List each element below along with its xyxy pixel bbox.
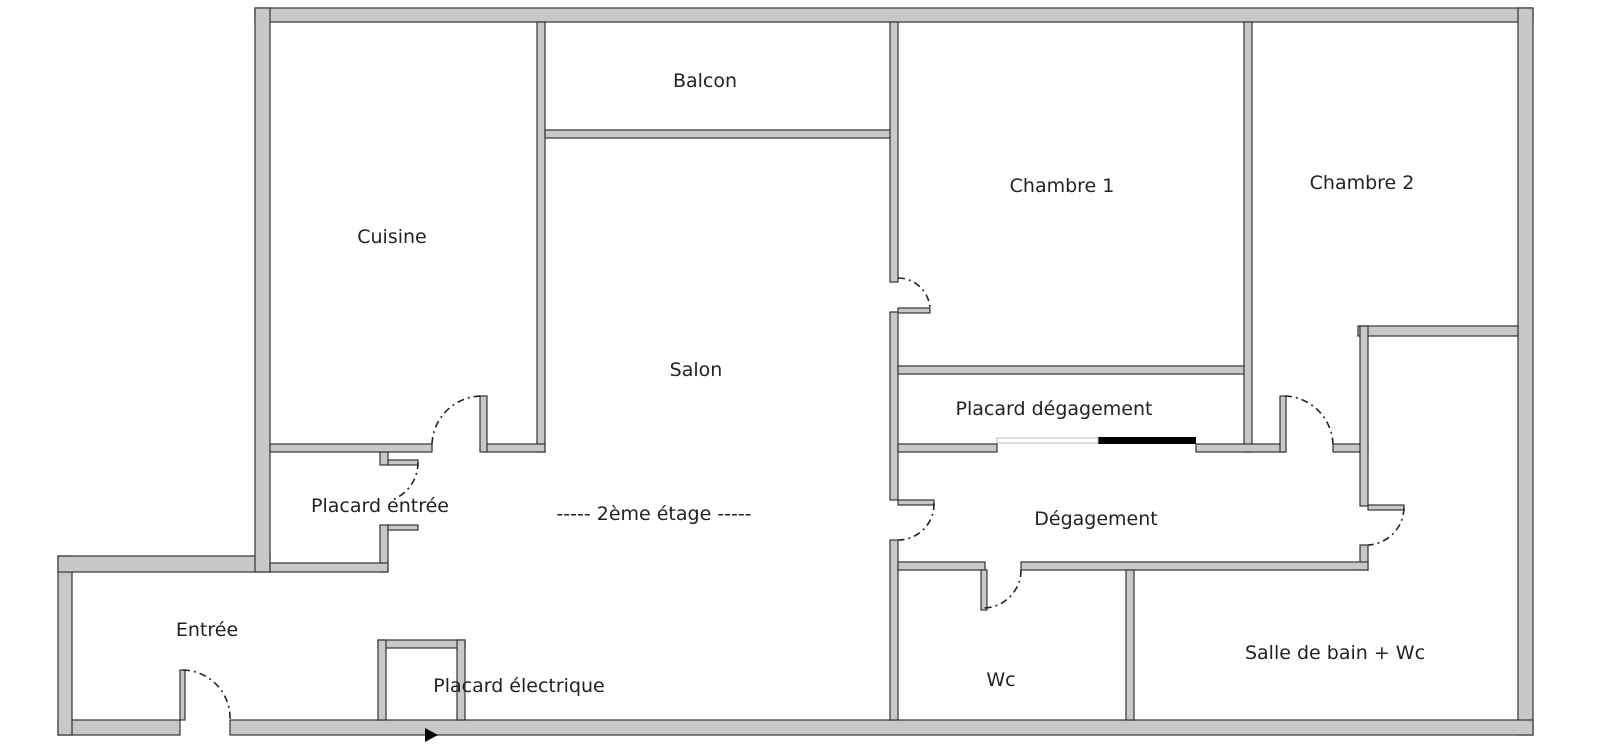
room-label-salon: Salon bbox=[669, 359, 723, 381]
room-label-cuisine: Cuisine bbox=[357, 226, 427, 248]
room-label-placard-electrique: Placard électrique bbox=[433, 675, 605, 697]
door-swings bbox=[182, 277, 1405, 721]
room-label-salle-de-bain: Salle de bain + Wc bbox=[1244, 642, 1426, 664]
walls bbox=[57, 7, 1534, 736]
floor-label: ----- 2ème étage ----- bbox=[556, 503, 752, 525]
room-label-placard-degagement: Placard dégagement bbox=[955, 398, 1153, 420]
room-label-placard-entree: Placard entrée bbox=[310, 495, 450, 517]
room-label-entree: Entrée bbox=[175, 619, 239, 641]
room-label-balcon: Balcon bbox=[672, 70, 738, 92]
entrance-arrow-icon bbox=[425, 728, 438, 742]
room-label-chambre-1: Chambre 1 bbox=[1009, 175, 1115, 197]
room-label-chambre-2: Chambre 2 bbox=[1309, 172, 1415, 194]
room-label-degagement: Dégagement bbox=[1034, 508, 1158, 530]
room-label-wc: Wc bbox=[986, 669, 1016, 691]
